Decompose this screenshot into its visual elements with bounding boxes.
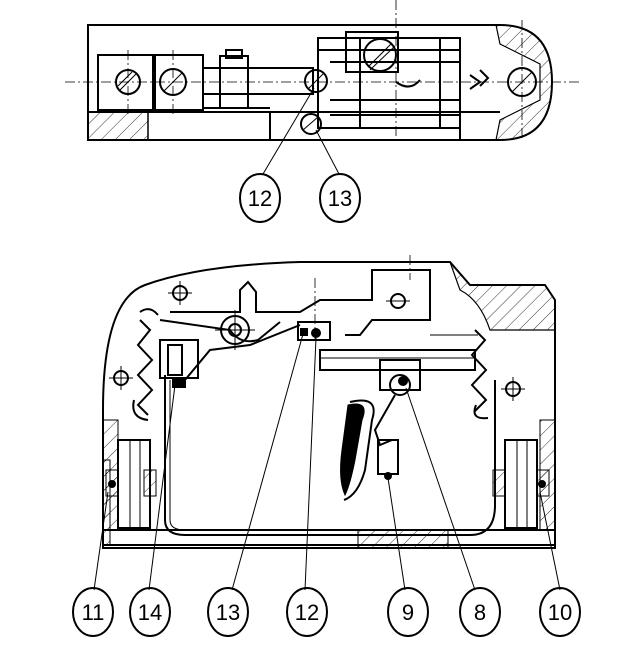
top-leaders: [262, 87, 340, 175]
callout-9: 9: [387, 587, 429, 637]
callout-11: 11: [72, 587, 114, 637]
svg-text:9: 9: [402, 600, 414, 625]
callout-top-13: 13: [319, 173, 361, 223]
svg-text:14: 14: [138, 600, 162, 625]
callout-13: 13: [207, 587, 249, 637]
section-leaders: [93, 333, 561, 591]
svg-text:13: 13: [216, 600, 240, 625]
top-view-assembly: [65, 0, 580, 141]
callout-8: 8: [459, 587, 501, 637]
section-view-assembly: [102, 255, 556, 549]
callout-10: 10: [539, 587, 581, 637]
callout-14: 14: [129, 587, 171, 637]
callout-top-12: 12: [239, 173, 281, 223]
callout-12: 12: [286, 587, 328, 637]
svg-text:13: 13: [328, 186, 352, 211]
svg-text:8: 8: [474, 600, 486, 625]
svg-text:12: 12: [248, 186, 272, 211]
svg-text:11: 11: [82, 600, 105, 625]
svg-text:12: 12: [295, 600, 319, 625]
svg-text:10: 10: [548, 600, 572, 625]
